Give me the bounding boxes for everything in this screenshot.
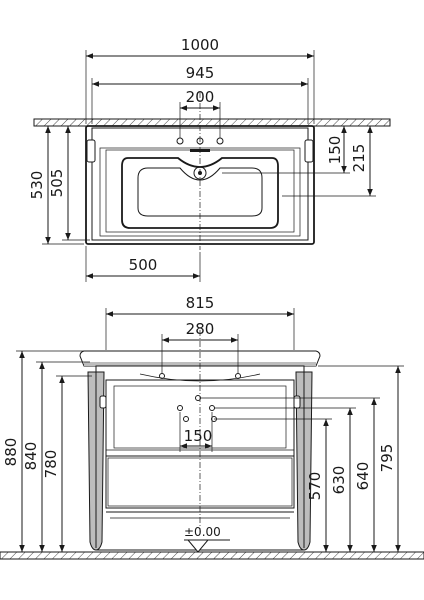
dim-fixing-spacing: 280 xyxy=(186,320,215,338)
dim-tap-spacing: 200 xyxy=(186,88,215,106)
towel-bar-right xyxy=(304,139,314,163)
floor-level-label: ±0.00 xyxy=(184,525,221,539)
fixing-right xyxy=(235,373,241,379)
dim-height-640: 640 xyxy=(354,462,372,491)
fixing-left xyxy=(159,373,165,379)
dim-width-overall: 1000 xyxy=(181,36,219,54)
floor-hatch xyxy=(0,551,424,560)
top-view: 1000 945 200 530 505 150 215 500 xyxy=(28,36,391,282)
dim-height-cabinet: 780 xyxy=(42,450,60,479)
tap-hole-right xyxy=(216,137,224,145)
wall-hatch-top xyxy=(33,118,391,127)
bowl-outline xyxy=(121,157,279,229)
dim-height-overall: 880 xyxy=(2,438,20,467)
bowl-underside xyxy=(139,373,261,382)
waste-point-left xyxy=(183,416,189,422)
dim-cabinet-width: 815 xyxy=(186,294,215,312)
water-point-left xyxy=(177,405,183,411)
dim-waste-spacing: 150 xyxy=(184,427,213,445)
dim-height-570: 570 xyxy=(306,472,324,501)
dim-depth-overall: 530 xyxy=(28,171,46,200)
dim-height-795: 795 xyxy=(378,444,396,473)
dim-depth-basin: 505 xyxy=(48,169,66,198)
dim-half-width: 500 xyxy=(129,256,158,274)
dim-wall-to-tap: 215 xyxy=(350,144,368,173)
dim-tap-offset: 150 xyxy=(326,136,344,165)
dim-height-top: 840 xyxy=(22,442,40,471)
towel-bar-left xyxy=(86,139,96,163)
dim-height-630: 630 xyxy=(330,466,348,495)
leg-knob-left xyxy=(99,395,107,409)
bowl-inner xyxy=(137,167,263,217)
tap-hole-left xyxy=(176,137,184,145)
front-view: 815 280 150 880 840 780 570 630 640 xyxy=(0,294,424,560)
dim-width-basin: 945 xyxy=(186,64,215,82)
